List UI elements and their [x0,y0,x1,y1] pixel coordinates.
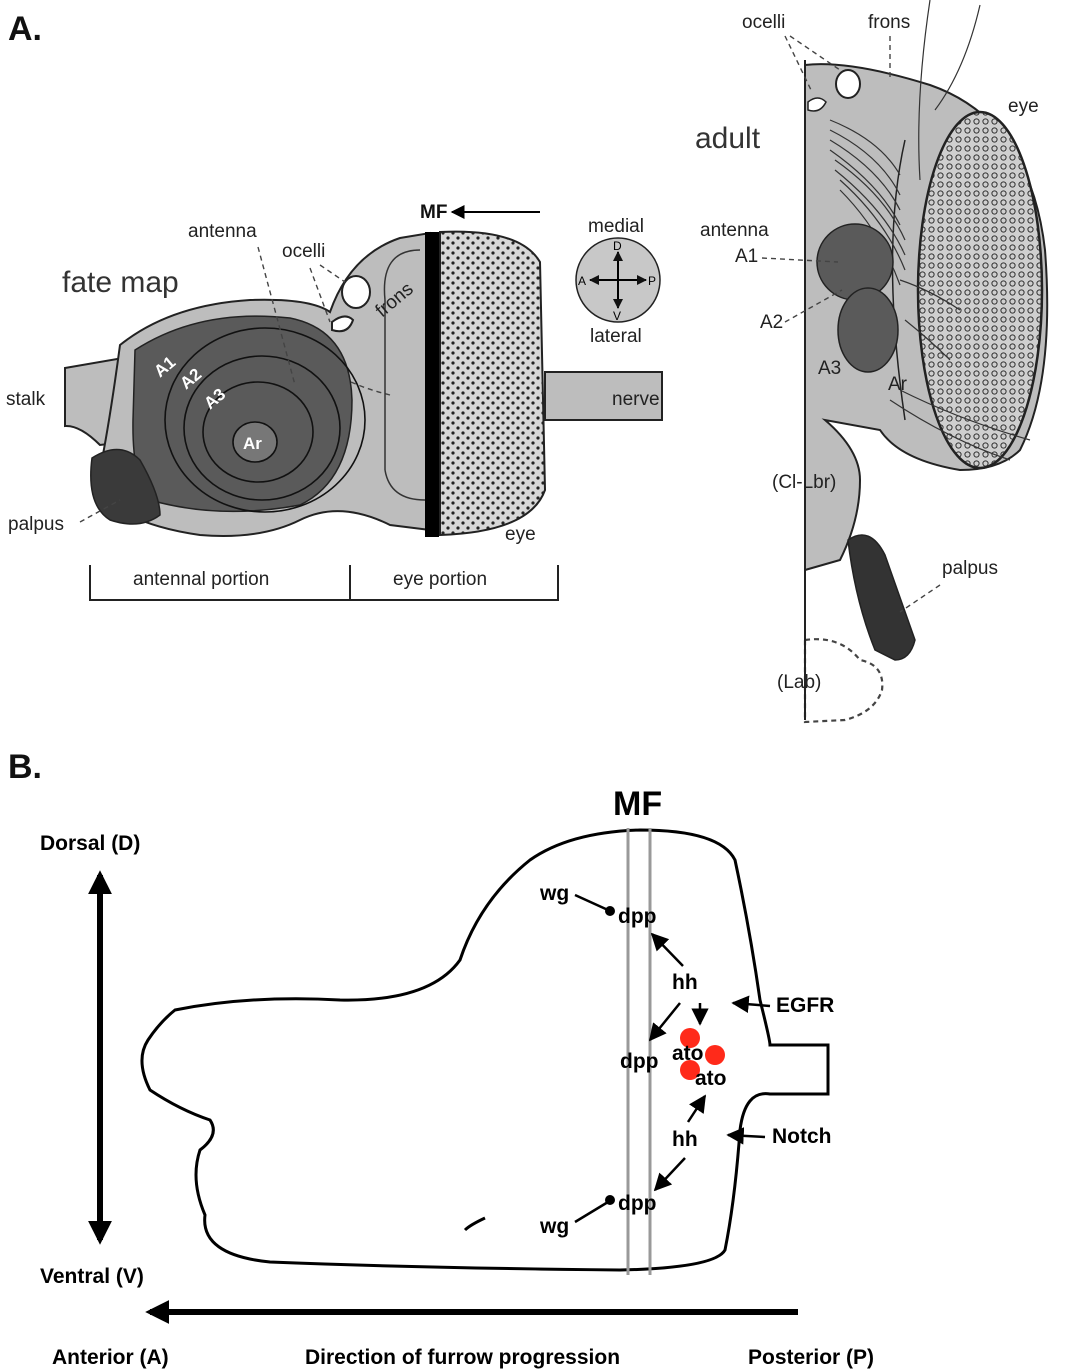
gene-notch: Notch [772,1125,832,1148]
adult-label-antenna: antenna [700,220,769,241]
label-eye: eye [505,524,536,545]
fate-map-title: fate map [62,266,179,299]
gene-egfr: EGFR [776,994,834,1017]
label-direction: Direction of furrow progression [305,1346,620,1369]
label-ventral: Ventral (V) [40,1265,144,1288]
mf-title: MF [613,785,662,823]
compass-bottom: lateral [590,326,642,347]
adult-label-cl-lbr: (Cl-Lbr) [772,472,836,493]
eye-field [440,232,545,535]
adult-label-a1: A1 [735,246,758,267]
adult-label-a2: A2 [760,312,783,333]
adult-title: adult [695,122,761,155]
compass-v: V [613,309,621,323]
adult-label-palpus: palpus [942,558,998,579]
gene-wg-top: wg [539,882,569,905]
adult-label-lab: (Lab) [777,672,821,693]
label-dorsal: Dorsal (D) [40,832,140,855]
label-posterior: Posterior (P) [748,1346,874,1369]
compass-top: medial [588,216,644,237]
gene-wg-bottom: wg [539,1215,569,1238]
label-ocelli: ocelli [282,241,325,262]
fate-map: fate map antenna ocelli frons MF stalk n… [6,202,662,600]
label-anterior: Anterior (A) [52,1346,169,1369]
adult-label-a3: A3 [818,358,841,379]
panel-b-label: B. [8,748,42,786]
compound-eye [918,112,1042,468]
label-ar: Ar [243,434,262,453]
adult-head: adult ocelli frons eye antenna A1 A2 A3 … [695,0,1047,722]
label-antennal-portion: antennal portion [133,569,269,590]
eye-disc-diagram: MF wg dpp hh dpp ato ato EGFR hh Notch d… [142,785,834,1275]
ato-dot-2 [705,1045,725,1065]
gene-dpp-bottom: dpp [618,1192,656,1215]
label-eye-portion: eye portion [393,569,487,590]
gene-ato-1: ato [672,1042,704,1065]
adult-a3 [838,288,898,372]
gene-hh-bottom: hh [672,1128,698,1151]
gene-ato-2: ato [695,1067,727,1090]
adult-palpus [848,535,915,660]
gene-dpp-top: dpp [618,905,656,928]
compass-p: P [648,274,656,288]
adult-label-frons: frons [868,12,910,33]
eye-disc-outline [142,830,828,1270]
adult-ocellus-1 [836,70,860,98]
adult-label-ar: Ar [888,374,908,395]
compass-d: D [613,239,622,253]
adult-label-ocelli: ocelli [742,12,785,33]
gene-hh-top: hh [672,971,698,994]
compass-a: A [578,274,586,288]
gene-dpp-mid: dpp [620,1050,658,1073]
label-palpus: palpus [8,514,64,535]
label-nerve: nerve [612,389,660,410]
mf-bar [425,232,439,537]
label-antenna: antenna [188,221,257,242]
wg-top-dot [605,906,615,916]
ocellus-1 [342,276,370,308]
compass: medial D V A P lateral [576,216,660,347]
label-mf: MF [420,202,447,223]
panel-a-label: A. [8,10,42,48]
label-stalk: stalk [6,389,46,410]
adult-label-eye: eye [1008,96,1039,117]
